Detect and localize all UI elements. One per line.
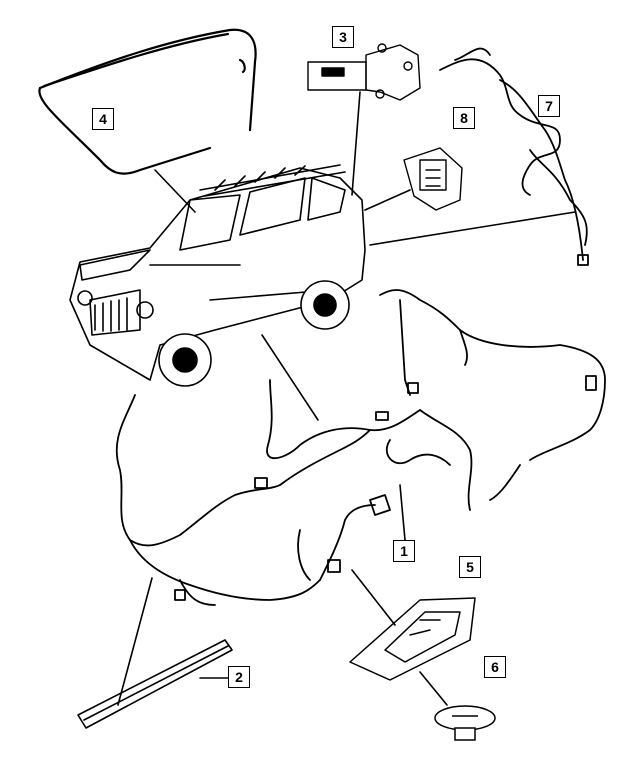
leader-5 [351,569,396,626]
leader-8 [364,189,411,211]
leader-3 [351,91,361,196]
callout-8: 8 [453,107,475,129]
vehicle-wheels [158,280,350,387]
grommet-pad-drawing [349,597,476,681]
bracket-module-drawing [307,43,421,101]
leader-lines [117,91,576,706]
grommet-plug-drawing [434,705,496,741]
floor-wiring-harness-drawing [115,394,391,606]
connector-module-drawing [403,147,463,211]
leader-6 [419,671,448,706]
callout-5: 5 [459,556,481,578]
callout-7: 7 [538,95,560,117]
leader-1 [399,484,406,541]
leader-2 [117,577,153,706]
callout-2: 2 [228,666,250,688]
leader-7 [369,211,576,246]
vehicle-drawing [69,164,366,381]
leader-1-top [261,334,319,421]
windshield-seal-drawing [38,28,257,175]
leader-4 [154,169,196,213]
callout-3: 3 [332,26,354,48]
callout-4: 4 [92,108,114,130]
trunk-wiring-harness-drawing [439,47,589,266]
callout-1: 1 [393,540,415,562]
callout-6: 6 [484,656,506,678]
body-wiring-harness-drawing [266,289,606,511]
sill-molding-drawing [77,639,233,729]
